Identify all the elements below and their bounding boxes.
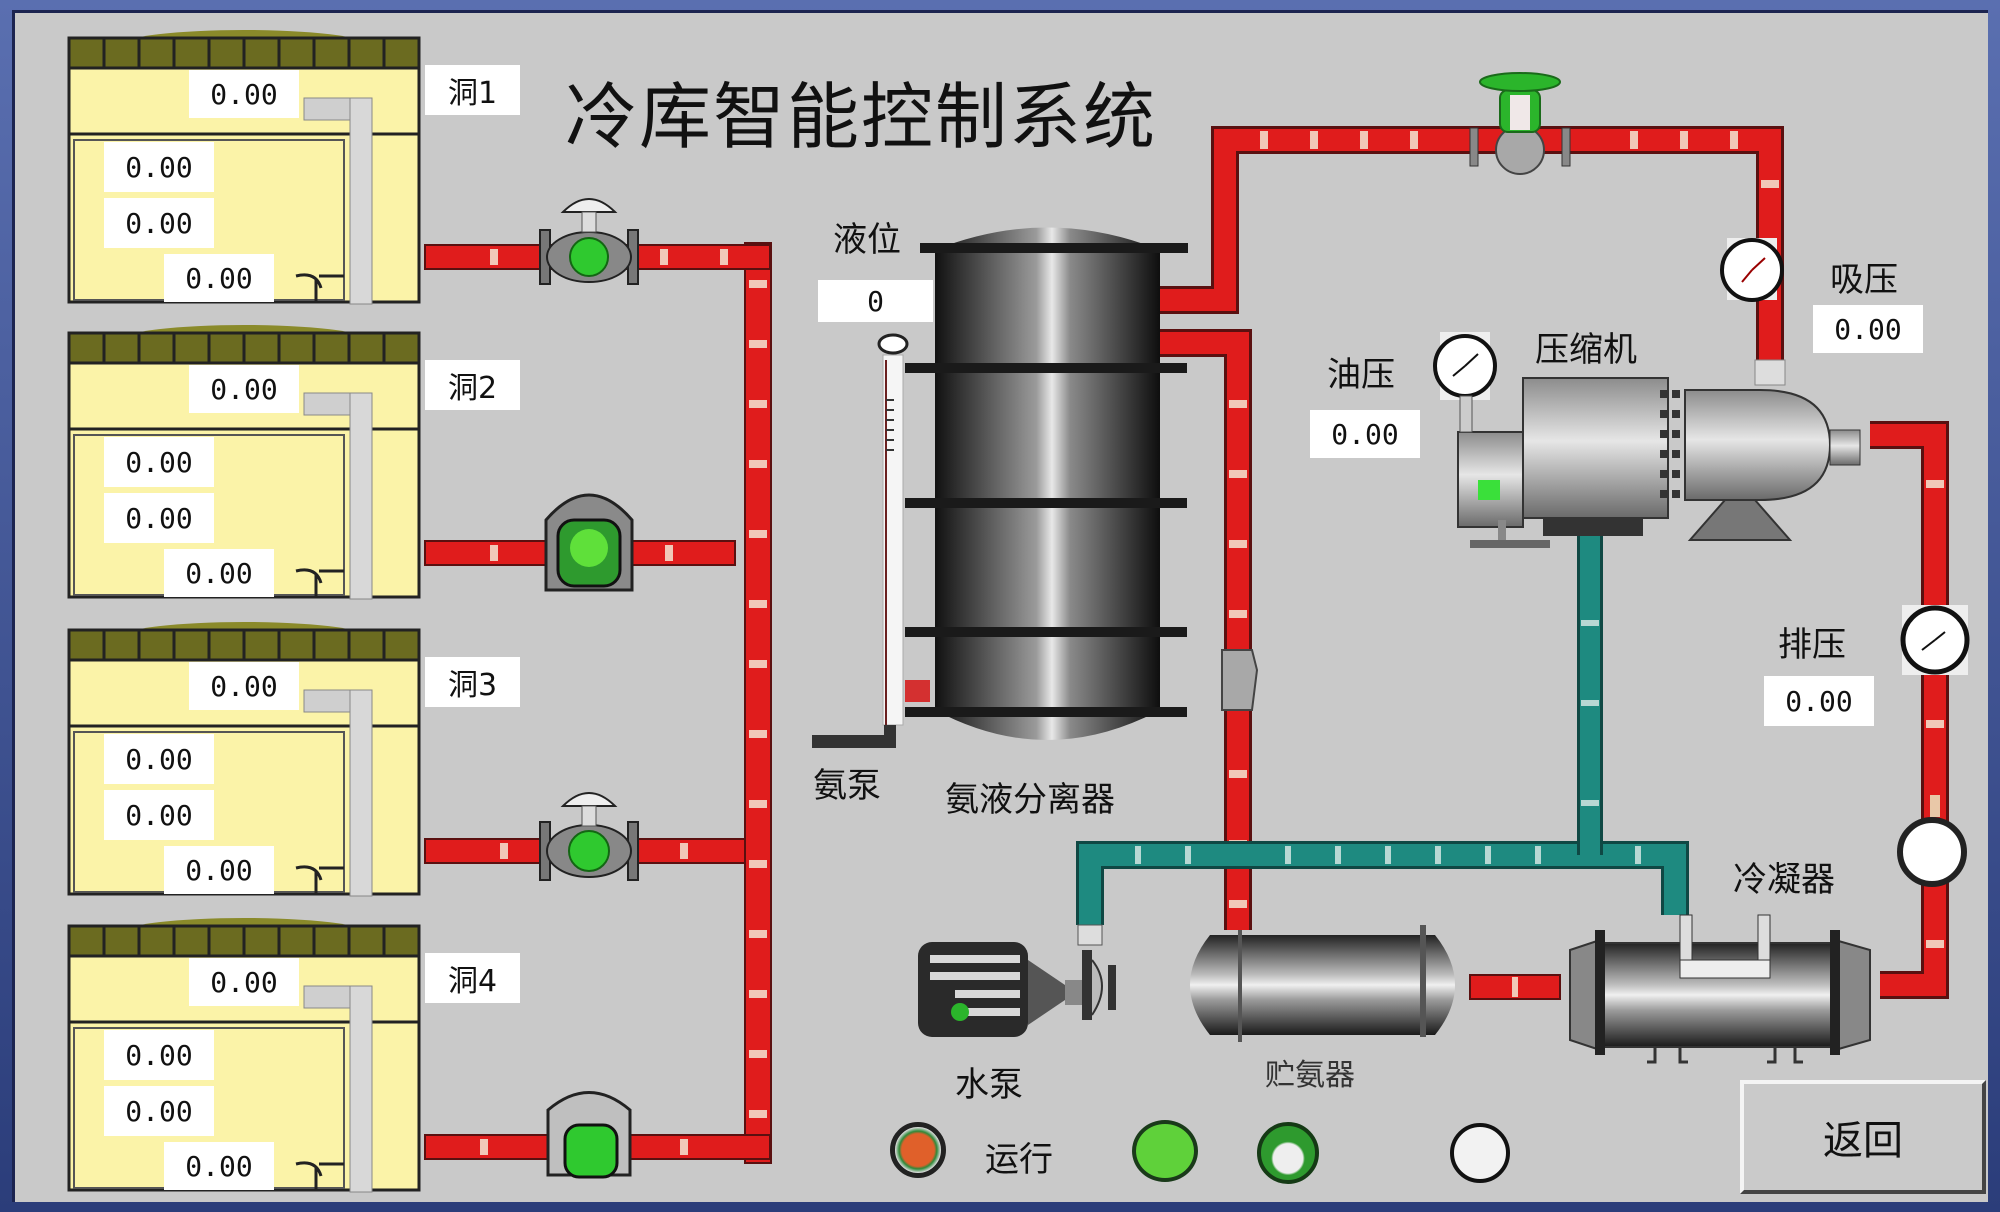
level-gauge [812,333,930,748]
indicator-light-2 [1132,1120,1198,1182]
room-2: 0.00 0.00 0.00 0.00 [64,325,424,605]
compressor-label: 压缩机 [1535,330,1637,370]
suction-pressure-label: 吸压 [1830,260,1898,300]
compressor-unit [1457,359,1861,548]
room-value-2: 0.00 [104,1086,214,1136]
water-pipe [1076,520,1689,925]
level-label: 液位 [833,220,901,260]
room-value-2: 0.00 [104,198,214,248]
room-bottom-value: 0.00 [164,549,274,597]
room-value-2: 0.00 [104,493,214,543]
oil-pressure-value: 0.00 [1310,410,1420,458]
back-button[interactable]: 返回 [1740,1080,1986,1194]
water-pump-unit [918,924,1116,1037]
room-label-4: 洞4 [425,953,520,1003]
ammonia-receiver-tank [1190,925,1455,1042]
discharge-pipe [1870,421,1949,999]
room-top-value: 0.00 [189,662,299,710]
indicator-light-3 [1257,1122,1319,1184]
room-bottom-value: 0.00 [164,254,274,302]
oil-pressure-gauge [1433,332,1497,433]
run-indicator-light [890,1122,946,1178]
room-label-1: 洞1 [425,65,520,115]
room-4: 0.00 0.00 0.00 0.00 [64,918,424,1198]
discharge-check-valve [1897,795,1967,887]
room-top-value: 0.00 [189,365,299,413]
oil-pressure-label: 油压 [1327,355,1395,395]
run-label: 运行 [985,1140,1053,1180]
ammonia-separator-tank [905,227,1188,740]
suction-pipe [1160,126,1784,365]
condenser-label: 冷凝器 [1733,860,1835,900]
expansion-valve [1221,649,1259,711]
room-value-2: 0.00 [104,790,214,840]
ammonia-pump-label: 氨泵 [813,766,881,806]
room-1: 0.00 0.00 0.00 0.00 [64,30,424,310]
suction-pressure-value: 0.00 [1813,305,1923,353]
suction-solenoid-valve[interactable] [1469,72,1571,175]
room-bottom-value: 0.00 [164,846,274,894]
main-liquid-pipe [744,242,772,1164]
receiver-label: 贮氨器 [1265,1058,1355,1093]
indicator-light-4 [1450,1123,1510,1183]
condenser-unit [1569,914,1871,1064]
water-pump-label: 水泵 [955,1065,1023,1105]
room-label-3: 洞3 [425,657,520,707]
discharge-pressure-label: 排压 [1778,625,1846,665]
page-title: 冷库智能控制系统 [565,75,1158,159]
room-value-1: 0.00 [104,734,214,784]
room-3: 0.00 0.00 0.00 0.00 [64,622,424,902]
room-value-1: 0.00 [104,1030,214,1080]
separator-label: 氨液分离器 [945,780,1115,820]
room-value-1: 0.00 [104,437,214,487]
suction-pressure-gauge [1720,238,1784,302]
level-value: 0 [818,280,933,322]
room-value-1: 0.00 [104,142,214,192]
room-top-value: 0.00 [189,70,299,118]
discharge-pressure-value: 0.00 [1764,676,1874,726]
room-label-2: 洞2 [425,360,520,410]
room-bottom-value: 0.00 [164,1142,274,1190]
room-top-value: 0.00 [189,958,299,1006]
discharge-pressure-gauge [1900,605,1970,675]
